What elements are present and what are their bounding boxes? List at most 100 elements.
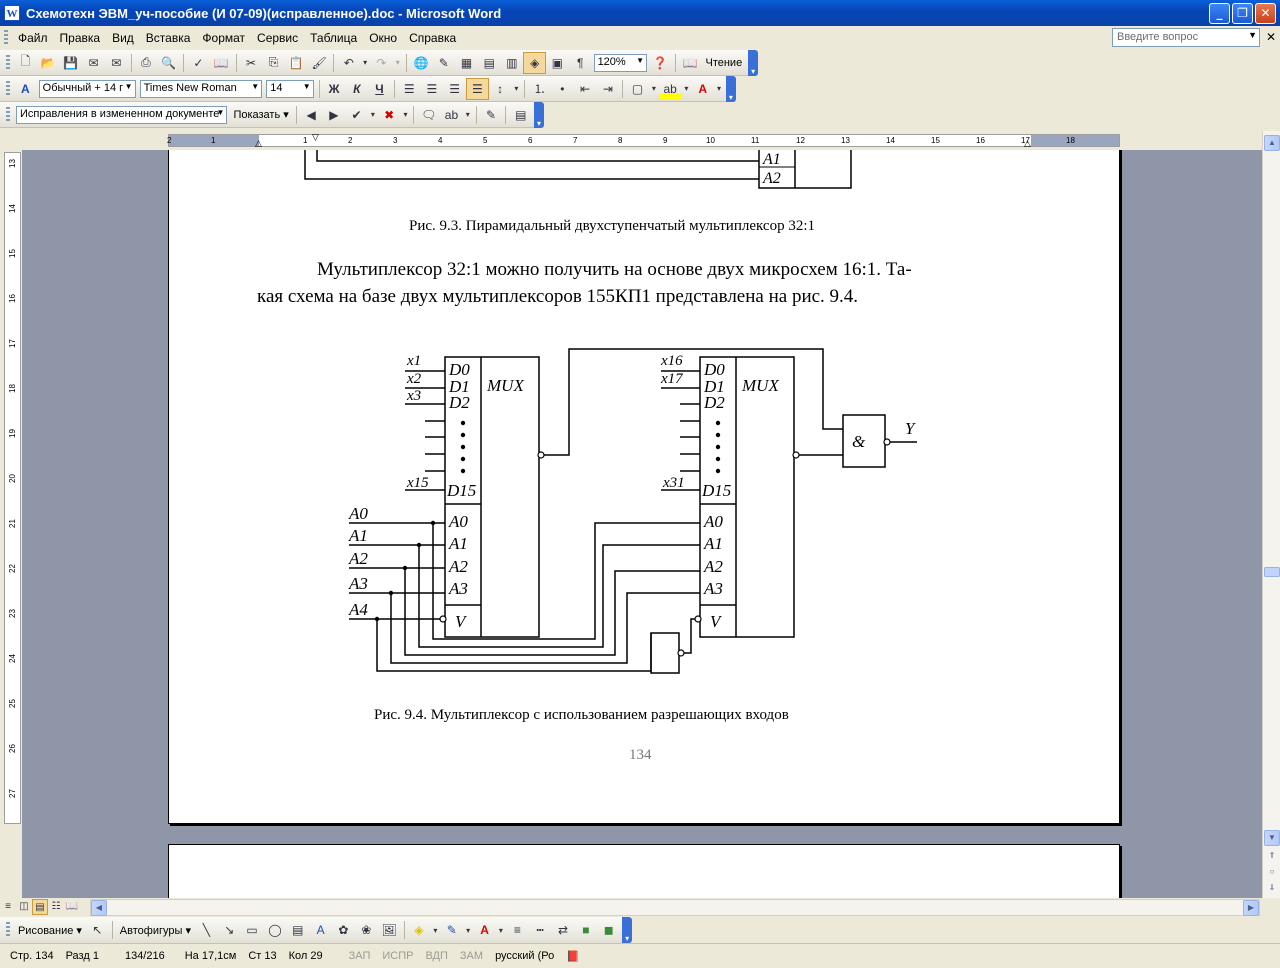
zoom-select[interactable]: 120% ▼ [593, 53, 648, 72]
cut-icon[interactable]: ✂ [245, 55, 256, 70]
bold-button[interactable]: Ж [328, 81, 340, 96]
oval-tool-icon[interactable]: ◯ [268, 923, 282, 937]
status-trk[interactable]: ИСПР [382, 950, 414, 962]
chevron-down-icon[interactable]: ▼ [302, 81, 311, 91]
styles-formatting-icon[interactable]: A [20, 81, 30, 96]
font-select[interactable]: Times New Roman ▼ [139, 79, 263, 98]
spelling-icon[interactable]: ✓ [193, 55, 204, 70]
save-icon[interactable]: 💾 [63, 55, 79, 70]
new-document-icon[interactable]: 🗋 [20, 54, 31, 68]
insert-excel-icon[interactable]: ▤ [483, 55, 495, 70]
toolbar-options-icon[interactable]: ▾ [748, 49, 759, 76]
italic-button[interactable]: К [353, 81, 361, 96]
borders-dropdown-icon[interactable]: ▾ [651, 84, 656, 93]
toolbar-grip[interactable] [6, 80, 10, 97]
text-box-icon[interactable]: ▤ [292, 923, 304, 937]
print-icon[interactable]: ⎙ [141, 55, 151, 69]
chevron-down-icon[interactable]: ▼ [636, 55, 644, 65]
line-spacing-dropdown-icon[interactable]: ▾ [514, 84, 519, 93]
right-indent-marker[interactable]: △ [1024, 138, 1031, 148]
font-color-dropdown-icon[interactable]: ▾ [717, 84, 722, 93]
fill-color-icon[interactable]: ◈ [414, 923, 424, 937]
help-icon[interactable]: ❓ [652, 55, 668, 70]
font-color-icon[interactable]: A [698, 81, 708, 96]
shadow-style-icon[interactable]: ■ [582, 923, 590, 937]
line-color-dropdown-icon[interactable]: ▾ [466, 925, 471, 935]
email-icon[interactable]: ✉ [111, 55, 122, 70]
paste-icon[interactable]: 📋 [288, 55, 304, 70]
font-color-draw-dropdown-icon[interactable]: ▾ [498, 925, 503, 935]
spelling-status-icon[interactable]: 📕 [566, 950, 580, 963]
toolbar-grip[interactable] [6, 922, 10, 938]
align-right-icon[interactable]: ☰ [449, 81, 461, 96]
menu-help[interactable]: Справка [409, 31, 457, 45]
display-for-review-select[interactable]: Исправления в измененном документе ▼ [15, 105, 228, 124]
select-browse-object-icon[interactable]: ○ [1269, 867, 1275, 876]
first-line-indent-marker[interactable]: ▽ [312, 132, 319, 142]
wordart-icon[interactable]: A [316, 923, 325, 937]
accept-change-icon[interactable]: ✔ [351, 107, 362, 122]
scroll-up-icon[interactable]: ▲ [1264, 135, 1280, 151]
font-color-draw-icon[interactable]: A [480, 923, 489, 937]
columns-icon[interactable]: ▥ [506, 55, 518, 70]
print-layout-view-icon[interactable]: ▤ [32, 899, 48, 915]
chevron-down-icon[interactable]: ▼ [251, 81, 260, 91]
menu-window[interactable]: Окно [369, 31, 398, 45]
line-spacing-icon[interactable]: ↕ [497, 81, 504, 96]
highlight-icon[interactable]: ab [658, 77, 682, 100]
menu-insert[interactable]: Вставка [145, 31, 191, 45]
menu-file[interactable]: Файл [18, 31, 48, 45]
outline-view-icon[interactable]: ☷ [51, 901, 61, 912]
minimize-button[interactable]: _ [1209, 3, 1230, 24]
print-preview-icon[interactable]: 🔍 [161, 55, 177, 70]
arrow-style-icon[interactable]: ⇄ [557, 923, 569, 937]
rectangle-tool-icon[interactable]: ▭ [246, 923, 258, 937]
document-map-icon[interactable]: ▣ [551, 55, 564, 70]
accept-dropdown-icon[interactable]: ▾ [370, 110, 375, 119]
toolbar-options-icon[interactable]: ▾ [534, 101, 544, 128]
close-button[interactable]: ✕ [1255, 3, 1276, 24]
show-menu-button[interactable]: Показать ▾ [233, 109, 289, 121]
diagram-icon[interactable]: ✿ [338, 923, 349, 937]
format-painter-icon[interactable]: 🖌 [311, 55, 327, 70]
menu-tools[interactable]: Сервис [257, 31, 299, 45]
reviewing-pane-icon[interactable]: ▤ [515, 107, 527, 122]
menu-format[interactable]: Формат [202, 31, 246, 45]
previous-page-icon[interactable]: ⇑ [1268, 851, 1276, 860]
toolbar-grip[interactable] [6, 106, 10, 123]
document-close-icon[interactable]: ✕ [1265, 30, 1276, 44]
3d-style-icon[interactable]: ◼ [603, 923, 614, 937]
autoshapes-button[interactable]: Автофигуры ▾ [119, 924, 191, 937]
next-change-icon[interactable]: ▶ [329, 107, 339, 122]
undo-icon[interactable]: ↶ [343, 55, 354, 70]
vertical-ruler[interactable]: 13 14 15 16 17 18 19 20 21 22 23 24 25 2… [4, 152, 21, 824]
status-language[interactable]: русский (Ро [495, 950, 555, 962]
status-ext[interactable]: ВДП [425, 950, 448, 962]
document-area[interactable]: A1 A2 Рис. 9.3. Пирамидальный двухступен… [22, 150, 1262, 898]
chevron-down-icon[interactable]: ▼ [1248, 30, 1257, 40]
toolbar-options-icon[interactable]: ▾ [725, 75, 736, 102]
dash-style-icon[interactable]: ┅ [536, 923, 544, 937]
hyperlink-icon[interactable]: 🌐 [413, 55, 429, 70]
line-tool-icon[interactable]: ╲ [202, 923, 210, 937]
scroll-left-icon[interactable]: ◀ [91, 899, 107, 916]
research-icon[interactable]: 📖 [213, 55, 229, 70]
toolbar-options-icon[interactable]: ▾ [622, 917, 633, 943]
borders-icon[interactable]: ▢ [631, 81, 644, 96]
reject-dropdown-icon[interactable]: ▾ [403, 110, 408, 119]
restore-button[interactable]: ❐ [1232, 3, 1253, 24]
open-folder-icon[interactable]: 📂 [40, 55, 56, 70]
align-center-icon[interactable]: ☰ [426, 81, 438, 96]
previous-change-icon[interactable]: ◀ [306, 107, 316, 122]
menubar-grip[interactable] [4, 30, 8, 46]
scroll-down-icon[interactable]: ▼ [1264, 830, 1280, 846]
insert-comment-icon[interactable]: 🗨 [421, 107, 437, 122]
reading-view-icon[interactable]: 📖 [65, 901, 79, 912]
numbering-icon[interactable]: ⒈ [533, 82, 546, 96]
word-app-icon[interactable]: W [4, 5, 20, 21]
justify-icon[interactable]: ☰ [466, 77, 489, 100]
align-left-icon[interactable]: ☰ [403, 81, 415, 96]
permission-icon[interactable]: ✉ [88, 55, 99, 70]
redo-dropdown-icon[interactable]: ▾ [395, 58, 400, 67]
tables-borders-icon[interactable]: ✎ [438, 55, 449, 70]
